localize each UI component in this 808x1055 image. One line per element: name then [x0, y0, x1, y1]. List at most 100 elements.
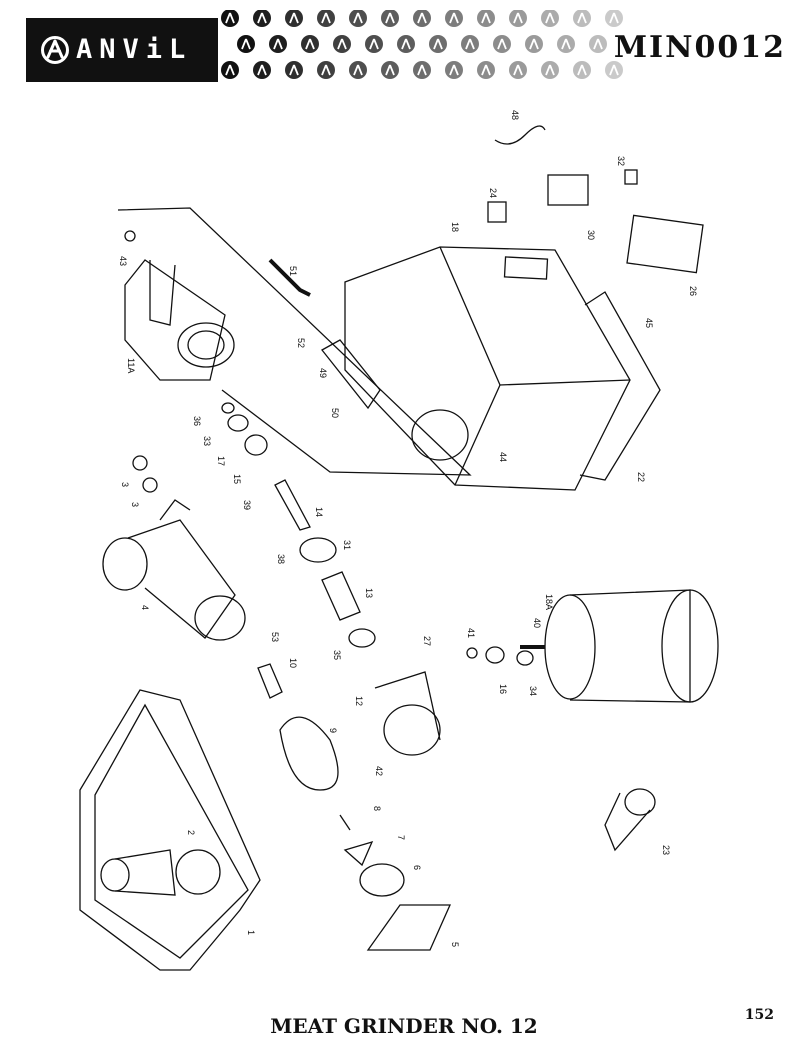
pattern-logo-icon	[445, 10, 463, 27]
pattern-logo-icon	[381, 61, 399, 79]
head-part-12	[374, 671, 441, 756]
pattern-logo-icon	[477, 61, 495, 79]
part-label: 39	[242, 500, 252, 510]
part-label: 26	[688, 286, 698, 296]
pattern-logo-icon	[333, 35, 351, 53]
pattern-logo-icon	[509, 10, 527, 27]
part-label: 2	[186, 830, 196, 835]
pattern-logo-icon	[413, 61, 431, 79]
part-label: 36	[192, 416, 202, 426]
pattern-logo-icon	[509, 61, 527, 79]
bearing-part-33	[227, 414, 249, 432]
brand-name: ANViL	[76, 34, 193, 65]
pattern-logo-icon	[477, 10, 495, 27]
part-label: 12	[354, 696, 364, 706]
pattern-logo-icon	[301, 35, 319, 53]
pattern-logo-icon	[605, 10, 623, 27]
part-label: 40	[532, 618, 542, 628]
knife-part-7	[343, 840, 374, 867]
part-label: 42	[374, 766, 384, 776]
pattern-logo-icon	[365, 35, 383, 53]
part-label: 10	[288, 658, 298, 668]
part-label: 48	[510, 110, 520, 120]
part-label: 41	[466, 628, 476, 638]
part-label: 9	[328, 728, 338, 733]
part-label: 53	[270, 632, 280, 642]
anvil-logo-icon	[41, 36, 69, 64]
motor-cover-part-18	[344, 246, 631, 491]
pattern-logo-icon	[445, 61, 463, 79]
part-label: 7	[396, 835, 406, 840]
pattern-logo-icon	[285, 61, 303, 79]
switch-part-30	[547, 174, 589, 206]
pattern-logo-icon	[237, 35, 255, 53]
part-41	[466, 647, 478, 659]
part-label: 50	[330, 408, 340, 418]
pattern-logo-icon	[413, 10, 431, 27]
part-label: 15	[232, 474, 242, 484]
part-label: 5	[450, 942, 460, 947]
worm-part-9	[279, 716, 339, 791]
handle-part-49	[321, 339, 381, 410]
pattern-logo-icon	[573, 10, 591, 27]
part-label: 11A	[126, 358, 136, 373]
capacitor-part-24	[487, 201, 507, 223]
part-label: 32	[616, 156, 626, 166]
bearing-part-31	[299, 537, 337, 563]
pattern-logo-icon	[573, 61, 591, 79]
part-34	[516, 650, 534, 666]
motor-part-18a	[520, 589, 719, 703]
hex-key-part-51	[268, 258, 311, 297]
part-23	[604, 788, 656, 852]
part-label: 4	[140, 605, 150, 610]
sleeve-part-13	[321, 571, 361, 621]
part-label: 34	[528, 686, 538, 696]
part-label: 24	[488, 188, 498, 198]
pattern-logo-icon	[317, 10, 335, 27]
part-3b	[142, 477, 158, 493]
part-label: 17	[216, 456, 226, 466]
part-label: 3	[130, 502, 140, 507]
pattern-logo-icon	[253, 61, 271, 79]
base-plate-part-22	[579, 291, 661, 481]
power-cord-part-48	[494, 125, 546, 145]
part-label: 14	[314, 507, 324, 517]
exploded-parts-diagram: 12334567891011A1213141516171818A22232426…	[79, 110, 719, 971]
part-16	[485, 646, 505, 664]
pattern-logo-icon	[221, 10, 239, 27]
pattern-logo-icon	[429, 35, 447, 53]
pattern-logo-icon	[317, 61, 335, 79]
pattern-logo-icon	[349, 61, 367, 79]
pattern-logo-icon	[285, 10, 303, 27]
part-label: 3	[120, 482, 130, 487]
part-label: 8	[372, 806, 382, 811]
seal-part-35	[348, 628, 376, 648]
spacer-part-10	[257, 663, 283, 699]
plate-part-6	[359, 863, 405, 897]
part-label: 49	[318, 368, 328, 378]
part-label: 18	[450, 222, 460, 232]
logo-pattern-decoration	[221, 10, 623, 79]
part-label: 43	[118, 256, 128, 266]
part-label: 6	[412, 865, 422, 870]
part-label: 30	[586, 230, 596, 240]
part-label: 31	[342, 540, 352, 550]
part-label: 33	[202, 436, 212, 446]
pattern-logo-icon	[541, 10, 559, 27]
grinder-body-part-4	[102, 499, 246, 641]
page-title: MEAT GRINDER NO. 12	[270, 1014, 538, 1038]
part-label: 22	[636, 472, 646, 482]
pattern-logo-icon	[589, 35, 607, 53]
part-label: 18A	[544, 594, 554, 610]
bearing-part-36	[221, 402, 235, 414]
pattern-logo-icon	[221, 61, 239, 79]
pusher-part-2	[100, 849, 221, 896]
pattern-logo-icon	[525, 35, 543, 53]
mounting-plate-outline	[117, 207, 472, 476]
gear-part-17	[244, 434, 268, 456]
pattern-logo-icon	[397, 35, 415, 53]
part-label: 23	[661, 845, 671, 855]
pattern-logo-icon	[381, 10, 399, 27]
part-label: 45	[644, 318, 654, 328]
part-label: 1	[246, 930, 256, 935]
